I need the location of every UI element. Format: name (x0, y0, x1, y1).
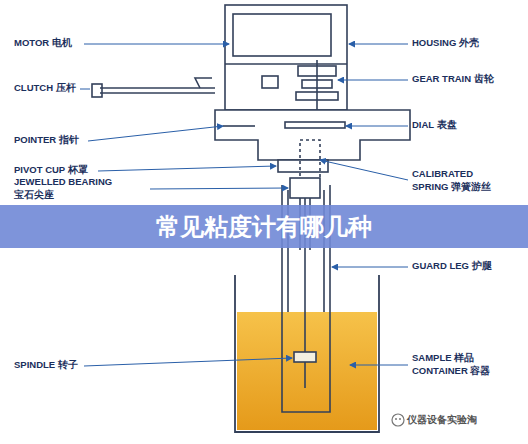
part-label: MOTOR 电机 (14, 37, 72, 50)
banner-text: 常见粘度计有哪几种 (156, 211, 372, 243)
part-label: CLUTCH 压杆 (14, 82, 76, 95)
part-label: PIVOT CUP 杯罩 (14, 164, 88, 177)
part-label: POINTER 指针 (14, 134, 79, 147)
part-label: SPINDLE 转子 (14, 359, 78, 372)
part-label: CALIBRATED SPRING 弹簧游丝 (412, 168, 504, 194)
part-label: SAMPLE 样品 CONTAINER 容器 (412, 352, 504, 378)
title-banner: 常见粘度计有哪几种 (0, 205, 528, 248)
part-label: GUARD LEG 护腿 (412, 260, 492, 273)
part-label: HOUSING 外壳 (412, 37, 479, 50)
part-label: JEWELLED BEARING 宝石尖座 (14, 176, 114, 202)
part-label: GEAR TRAIN 齿轮 (412, 73, 494, 86)
part-label: DIAL 表盘 (412, 119, 457, 132)
watermark: 仪器设备实验淘 (407, 413, 477, 427)
